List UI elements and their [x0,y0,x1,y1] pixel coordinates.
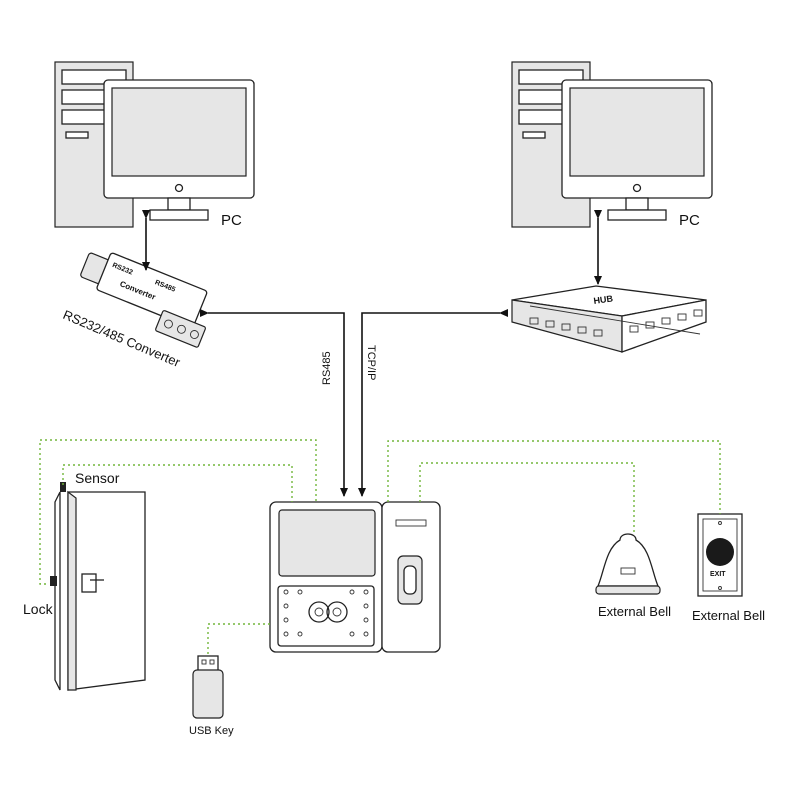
lock-wire [39,439,317,585]
exit-button-icon: EXIT [697,513,743,597]
signal-wires [39,439,721,654]
terminal-camera-icon [308,601,348,623]
terminal-keypad [277,585,375,647]
sensor-wire [62,464,293,502]
hub-ports [529,309,703,337]
fingerprint-sensor-icon [397,555,423,605]
exit-push-button [706,538,734,566]
pc-right: PC [511,61,713,229]
pc-right-monitor-icon [561,79,713,221]
hub-icon: HUB [511,285,707,353]
usb-wire [207,623,270,654]
usb-key-label: USB Key [189,725,234,737]
terminal-screen [278,509,376,577]
attendance-terminal [269,501,441,653]
external-bell-icon [595,533,661,595]
wired-connections [142,210,602,497]
lock-label: Lock [23,601,54,617]
bell-wire [419,462,635,532]
usb-key-icon [192,655,224,719]
pc-right-label: PC [679,212,700,229]
rs485-link [200,309,348,497]
terminal-slot [395,519,427,527]
external-bell-label-2: External Bell [692,608,765,623]
tcpip-label: TCP/IP [365,345,377,380]
sensor-block [60,482,66,492]
tcpip-link [358,309,508,497]
pc-left: PC [54,61,255,229]
hub-label: HUB [593,293,614,306]
door-icon [50,482,146,691]
converter-icon: RS232 RS485 Converter [80,252,208,348]
keypad-dots [283,589,369,637]
sensor-label: Sensor [75,470,120,486]
external-bell-label-1: External Bell [598,604,671,619]
lock-block [50,576,57,586]
rs485-label: RS485 [321,351,333,385]
exit-button-wire [387,440,721,514]
exit-text: EXIT [710,571,726,578]
pc-left-label: PC [221,212,242,229]
pc-left-monitor-icon [103,79,255,221]
